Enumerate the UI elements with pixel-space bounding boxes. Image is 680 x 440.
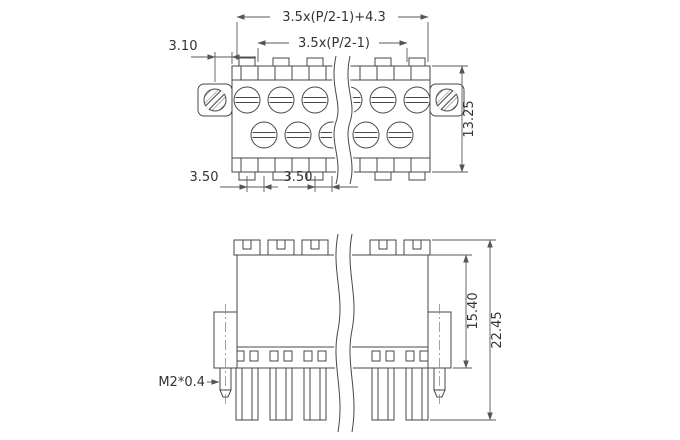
dim-text-mask-pitch-span — [289, 35, 379, 50]
dim-label-pitch-span: 3.5x(P/2-1) — [298, 36, 370, 51]
dim-label-edge-offset: 3.10 — [169, 39, 198, 54]
extension-lines-total-height — [430, 239, 496, 421]
front-top-tabs — [233, 239, 431, 256]
dim-label-body-height: 15.40 — [466, 292, 481, 329]
front-prongs — [235, 367, 429, 421]
thread-label: M2*0.4 — [158, 375, 205, 390]
front-view-dimensions: 15.40 22.45 M2*0.4 — [158, 239, 505, 421]
dim-label-overall: 3.5x(P/2-1)+4.3 — [282, 10, 386, 25]
front-view: 15.40 22.45 M2*0.4 — [158, 232, 505, 434]
dim-label-half-pitch-left: 3.50 — [190, 170, 219, 185]
top-view: 3.5x(P/2-1)+4.3 3.5x(P/2-1) 3.10 13.25 3… — [169, 9, 477, 192]
top-view-dimensions: 3.5x(P/2-1)+4.3 3.5x(P/2-1) 3.10 13.25 3… — [169, 9, 477, 192]
extension-lines-top — [214, 22, 429, 82]
dim-label-half-pitch-mid: 3.50 — [284, 170, 313, 185]
top-edge-tabs — [238, 57, 426, 67]
extension-lines-half-pitch — [246, 176, 333, 192]
top-view-body — [231, 65, 431, 173]
break-lines-front-view — [334, 232, 356, 434]
screw-centerlines — [225, 304, 440, 404]
top-comb-teeth — [240, 65, 412, 81]
bottom-comb-teeth — [240, 157, 412, 173]
dim-label-height: 13.25 — [462, 100, 477, 137]
dim-text-mask-overall — [270, 9, 398, 24]
mounting-screw-left-icon — [204, 89, 226, 111]
top-view-strip-lines — [231, 79, 431, 159]
mounting-screw-right-icon — [436, 89, 458, 111]
dim-label-total-height: 22.45 — [490, 311, 505, 348]
break-lines-top-view — [331, 54, 355, 187]
front-view-body — [236, 254, 429, 369]
